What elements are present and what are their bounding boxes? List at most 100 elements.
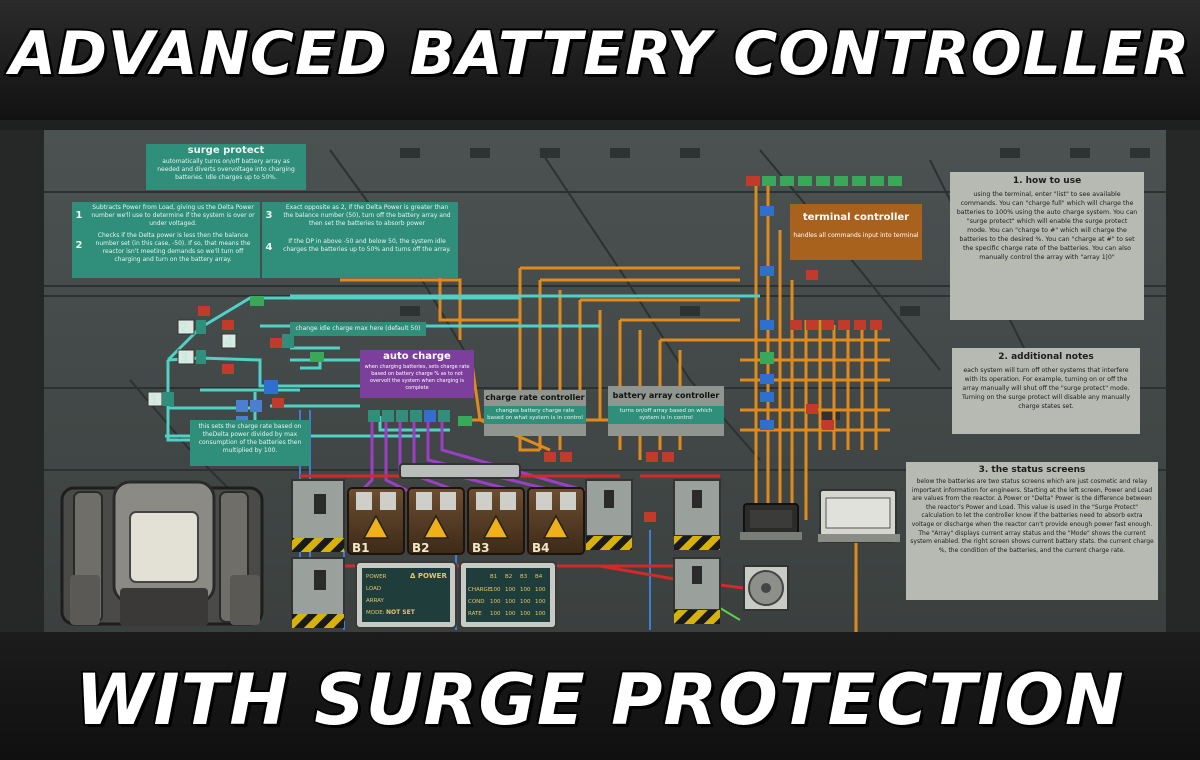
- rs-cell: 100: [520, 587, 531, 593]
- battery-units[interactable]: [347, 487, 585, 555]
- rs-h-b1: B1: [490, 574, 497, 580]
- ls-row-array: ARRAY: [366, 598, 385, 604]
- battery-b3: [467, 487, 525, 555]
- additional-notes-text: each system will turn off other systems …: [961, 367, 1131, 410]
- battery-array-controller-note: battery array controller turns on/off ar…: [608, 386, 724, 436]
- terminal[interactable]: [740, 503, 802, 540]
- node-labels: 2 3 1 4: [149, 321, 233, 408]
- title-top: ADVANCED BATTERY CONTROLLER: [8, 18, 1191, 91]
- ventilation-fan[interactable]: [743, 565, 789, 611]
- idle-charge-note: change idle charge max here (default 50): [290, 322, 426, 336]
- left-pillar: [0, 120, 44, 632]
- rs-cell: 100: [535, 599, 546, 605]
- logic-notes-left: 1 Subtracts Power from Load, giving us t…: [72, 202, 260, 278]
- rs-cell: 100: [505, 599, 516, 605]
- locker-middle[interactable]: [585, 479, 633, 550]
- title-bottom: WITH SURGE PROTECTION: [74, 658, 1125, 743]
- battery-labels: B1 B2 B3 B4: [352, 541, 550, 555]
- logic-note-3: 3 Exact opposite as 2, if the Delta Powe…: [262, 202, 458, 230]
- how-to-use-note: 1. how to use using the terminal, enter …: [950, 172, 1144, 320]
- rs-label-rate: RATE: [468, 611, 482, 617]
- surge-protect-title: surge protect: [187, 145, 265, 156]
- surge-protect-note: surge protect automatically turns on/off…: [146, 144, 306, 190]
- battery-label-b3: B3: [472, 541, 490, 555]
- rs-cell: 100: [520, 611, 531, 617]
- delta-rate-note: this sets the charge rate based on theDe…: [190, 420, 310, 466]
- right-status-screen: [459, 561, 557, 629]
- reactor[interactable]: [60, 480, 264, 626]
- additional-notes-note: 2. additional notes each system will tur…: [952, 348, 1140, 434]
- battery-label-b2: B2: [412, 541, 430, 555]
- battery-label-b1: B1: [352, 541, 370, 555]
- battery-b4: [527, 487, 585, 555]
- auto-charge-title: auto charge: [383, 351, 451, 362]
- game-scene: 2 3 1 4 B1 B2 B3 B4 POWER LOAD ARRAY MOD…: [0, 120, 1200, 632]
- logic-note-2-text: Checks if the Delta power is less then t…: [95, 232, 251, 263]
- ls-row-load: LOAD: [366, 586, 381, 592]
- rs-cell: 100: [490, 611, 501, 617]
- ls-delta-label: Δ POWER: [410, 572, 447, 580]
- rs-label-charge: CHARGE: [468, 587, 492, 593]
- logic-note-1-num: 1: [75, 210, 83, 221]
- top-frame: [0, 0, 1200, 120]
- additional-notes-title: 2. additional notes: [998, 352, 1094, 362]
- signal-components: [198, 176, 902, 522]
- delta-rate-text: this sets the charge rate based on theDe…: [198, 423, 302, 454]
- rs-cell: 100: [505, 611, 516, 617]
- status-screens-text: below the batteries are two status scree…: [910, 478, 1154, 554]
- bottom-frame: [0, 632, 1200, 760]
- node-3-label: 3: [179, 351, 188, 366]
- how-to-use-title: 1. how to use: [1012, 176, 1082, 186]
- left-screen-text: POWER LOAD ARRAY MODE: Δ POWER NOT SET: [366, 572, 447, 616]
- how-to-use-text: using the terminal, enter "list" to see …: [956, 191, 1138, 261]
- locker-right-top[interactable]: [673, 479, 721, 550]
- terminal-controller-title: terminal controller: [802, 212, 910, 223]
- logic-notes-right: 3 Exact opposite as 2, if the Delta Powe…: [262, 202, 458, 278]
- rs-h-b4: B4: [535, 574, 543, 580]
- surge-protect-text: automatically turns on/off battery array…: [157, 158, 295, 181]
- battery-label-b4: B4: [532, 541, 550, 555]
- battery-array-text: turns on/off array based on which system…: [608, 406, 724, 424]
- rs-h-b3: B3: [520, 574, 528, 580]
- left-status-screen: [355, 561, 457, 629]
- logic-note-1-text: Subtracts Power from Load, giving us the…: [91, 204, 255, 227]
- charge-rate-text: changes battery charge rate based on wha…: [484, 406, 586, 424]
- charge-rate-title: charge rate controller: [485, 393, 585, 402]
- logic-note-3-text: Exact opposite as 2, if the Delta Power …: [283, 204, 451, 227]
- locker-left-top[interactable]: [291, 479, 345, 552]
- rs-cell: 100: [535, 587, 546, 593]
- battery-grill: [399, 463, 521, 479]
- node-1-label: 1: [149, 393, 158, 408]
- status-computer[interactable]: [818, 489, 900, 543]
- ls-mode-value: NOT SET: [386, 609, 416, 616]
- ls-row-power: POWER: [366, 574, 387, 580]
- rs-cell: 100: [490, 587, 501, 593]
- charge-rate-controller-note: charge rate controller changes battery c…: [484, 390, 586, 436]
- rs-cell: 100: [535, 611, 546, 617]
- rs-h-b2: B2: [505, 574, 512, 580]
- terminal-controller-text: handles all commands input into terminal: [793, 232, 919, 239]
- right-screen-text: B1 B2 B3 B4 CHARGE 100 100 100 100 COND …: [468, 574, 546, 617]
- right-pillar: [1166, 120, 1200, 632]
- node-2-label: 2: [179, 321, 188, 336]
- logic-note-4-text: If the DP in above -50 and below 50, the…: [283, 238, 451, 253]
- auto-charge-text: when charging batteries, sets charge rat…: [364, 364, 470, 391]
- idle-charge-text: change idle charge max here (default 50): [295, 325, 421, 332]
- rs-cell: 100: [520, 599, 531, 605]
- battery-b1: [347, 487, 405, 555]
- logic-note-3-num: 3: [265, 210, 273, 221]
- locker-left-bottom[interactable]: [291, 557, 345, 628]
- logic-note-1: 1 Subtracts Power from Load, giving us t…: [72, 202, 260, 230]
- status-screens-title: 3. the status screens: [978, 465, 1086, 475]
- logic-note-2: 2 Checks if the Delta power is less then…: [72, 230, 260, 266]
- battery-b2: [407, 487, 465, 555]
- ls-row-mode: MODE:: [366, 610, 385, 616]
- logic-note-2-num: 2: [75, 240, 83, 251]
- status-screens-note: 3. the status screens below the batterie…: [906, 462, 1158, 600]
- logic-note-4: 4 If the DP in above -50 and below 50, t…: [262, 236, 458, 256]
- node-4-label: 4: [224, 335, 233, 350]
- rs-cell: 100: [490, 599, 501, 605]
- auto-charge-note: auto charge when charging batteries, set…: [360, 350, 474, 398]
- locker-right-bottom[interactable]: [673, 557, 721, 624]
